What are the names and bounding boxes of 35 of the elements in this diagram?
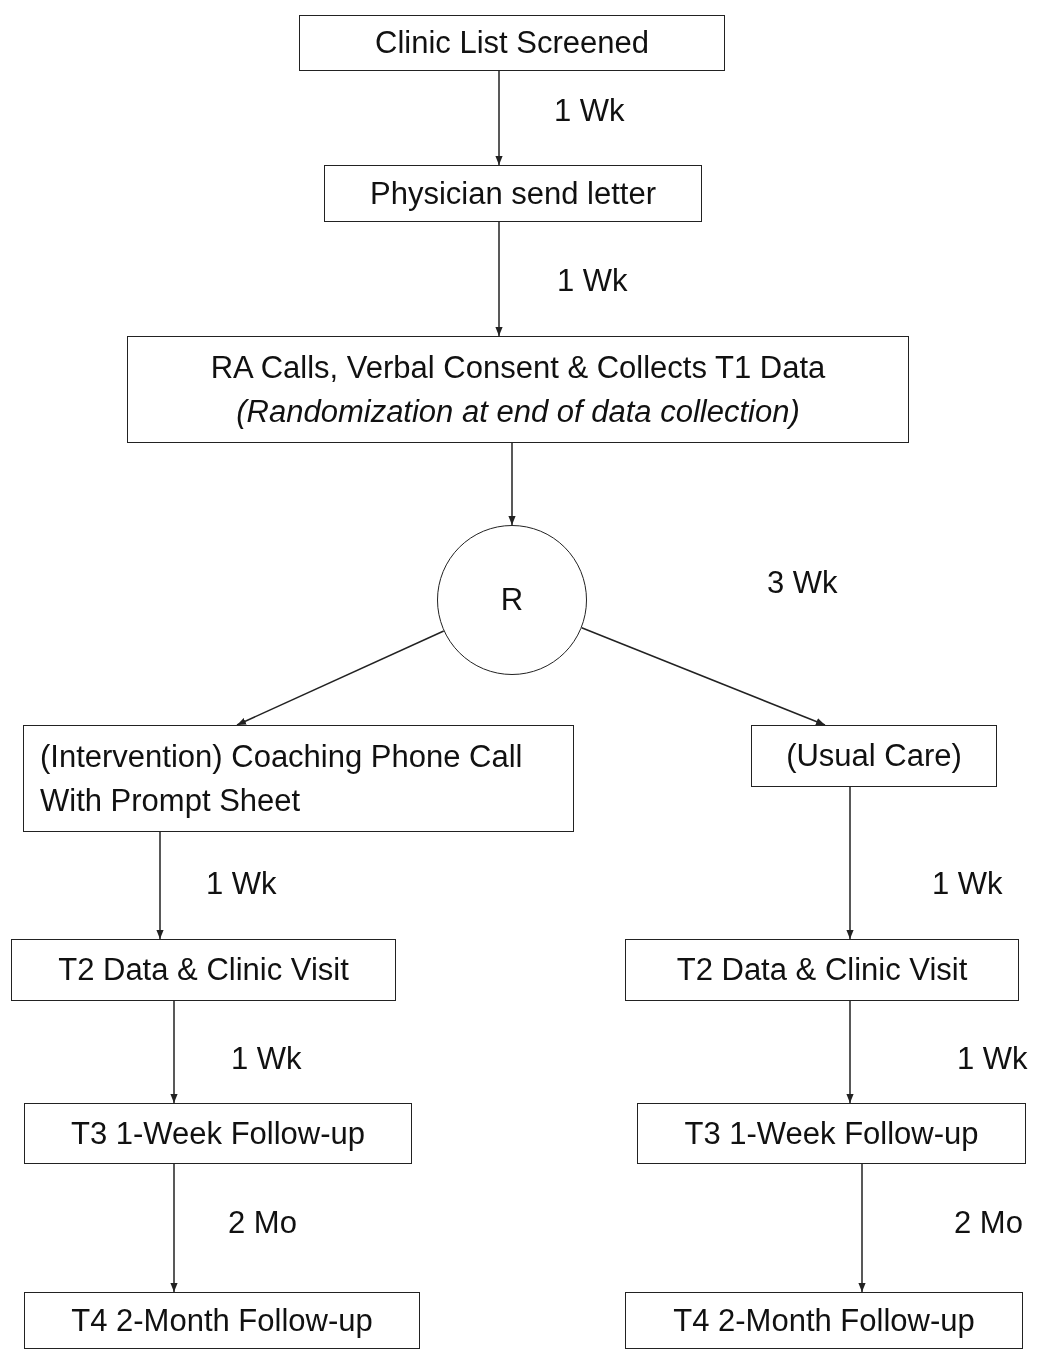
arrow — [846, 1000, 854, 1104]
arrow — [580, 627, 826, 726]
node-text: (Usual Care) — [786, 737, 962, 776]
node-text: T4 2-Month Follow-up — [673, 1301, 975, 1340]
process-box — [24, 1292, 420, 1349]
arrow — [236, 630, 445, 726]
node-text: RA Calls, Verbal Consent & Collects T1 Data — [210, 349, 826, 388]
process-box — [299, 15, 725, 71]
arrow — [156, 831, 164, 940]
arrow — [858, 1163, 866, 1293]
node-text: Clinic List Screened — [375, 24, 649, 63]
process-box — [11, 939, 396, 1001]
process-box — [637, 1103, 1026, 1164]
node-text: T4 2-Month Follow-up — [71, 1301, 373, 1340]
node-text: T2 Data & Clinic Visit — [676, 951, 968, 990]
arrow — [846, 786, 854, 940]
process-box — [24, 1103, 412, 1164]
arrow — [495, 70, 503, 166]
arrow — [170, 1163, 178, 1293]
node-text: (Intervention) Coaching Phone Call With Prompt Sheet — [40, 738, 524, 820]
process-box — [127, 336, 909, 443]
arrow — [495, 221, 503, 337]
process-box — [625, 1292, 1023, 1349]
process-box — [23, 725, 574, 832]
arrow — [170, 1000, 178, 1104]
node-text: R — [500, 581, 524, 620]
process-box — [751, 725, 997, 787]
process-box — [625, 939, 1019, 1001]
node-text: T3 1-Week Follow-up — [71, 1114, 365, 1153]
node-text: Physician send letter — [369, 174, 656, 213]
arrow — [508, 442, 516, 526]
node-text: T3 1-Week Follow-up — [684, 1114, 979, 1153]
node-text: (Randomization at end of data collection) — [236, 392, 800, 431]
process-box — [324, 165, 702, 222]
node-text: T2 Data & Clinic Visit — [58, 951, 349, 990]
